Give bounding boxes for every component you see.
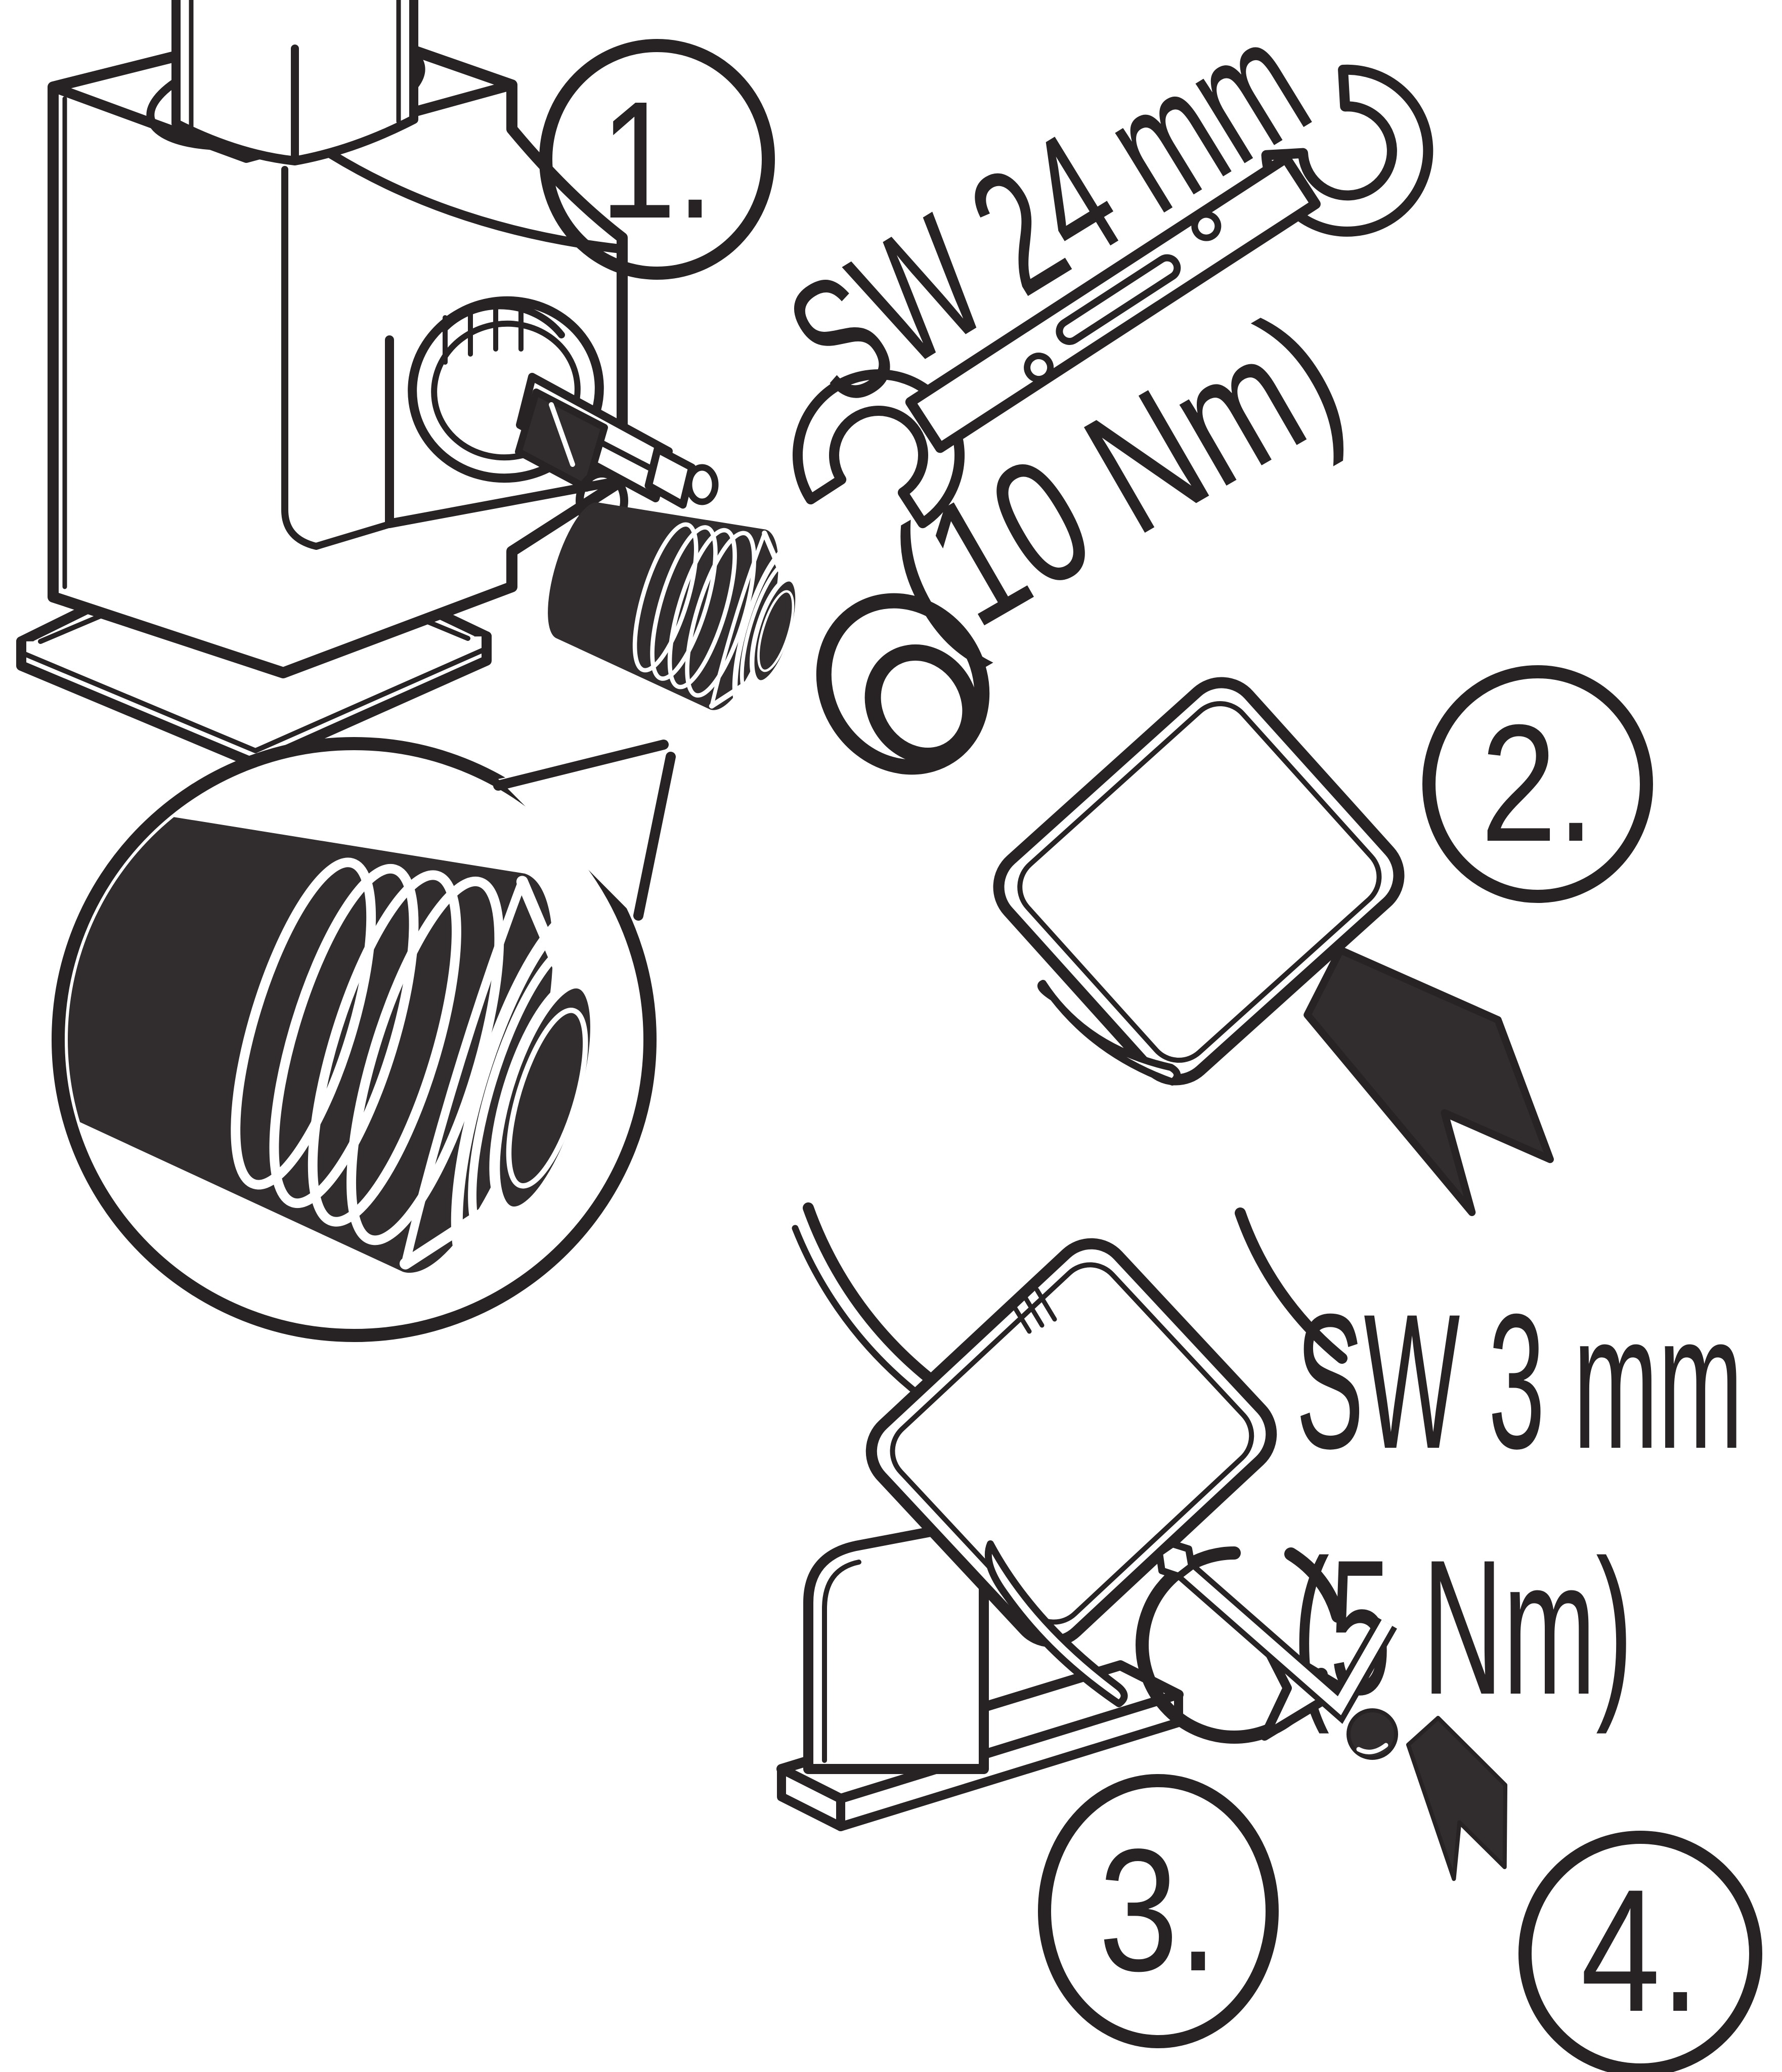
handle-lever-tip-bottom — [984, 1540, 1128, 1707]
wrench-icon — [793, 64, 1433, 529]
cartridge — [408, 296, 719, 532]
handle-lever-tip — [1037, 980, 1181, 1086]
set-screw-icon — [1346, 1708, 1398, 1760]
step-1-badge: 1. — [539, 39, 775, 280]
step-1-label: 1. — [600, 66, 714, 253]
step-3-badge: 3. — [1038, 1774, 1279, 2048]
step-2-label: 2. — [1481, 689, 1595, 876]
o-ring-icon — [816, 593, 990, 775]
cartridge-panel — [385, 335, 626, 528]
faucet-pedestal — [776, 1517, 1184, 1831]
magnifier-detail — [52, 737, 680, 1342]
hex-key-size-label: SW 3 mm — [1296, 1275, 1743, 1489]
allen-key-icon — [1156, 1540, 1397, 1724]
handle-part — [984, 668, 1414, 1095]
insert-arrow-icon-2 — [1401, 1716, 1512, 1881]
step-2-badge: 2. — [1422, 665, 1653, 903]
step-4-label: 4. — [1581, 1852, 1700, 2048]
step-4-badge: 4. — [1518, 1831, 1762, 2072]
spout-tube — [171, 0, 418, 165]
handle-mounted-assembly — [776, 1202, 1348, 1831]
faucet-body-illustration — [16, 0, 719, 769]
step-3-label: 3. — [1099, 1812, 1218, 2007]
